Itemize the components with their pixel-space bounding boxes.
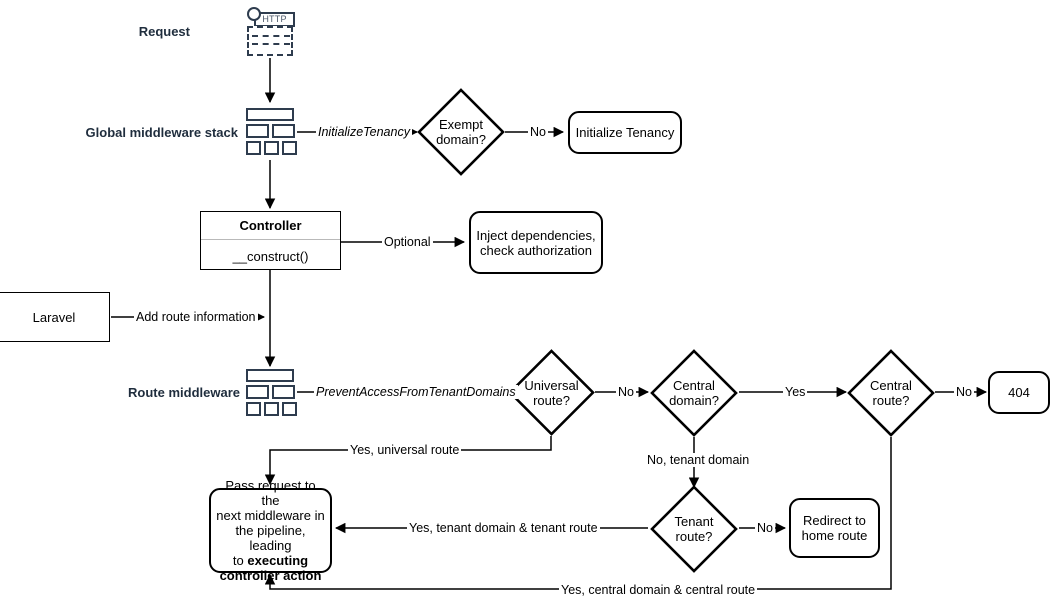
middleware-stack-icon <box>244 108 297 155</box>
node-controller[interactable]: Controller __construct() <box>200 211 341 270</box>
decision-exempt-domain-label: Exempt domain? <box>417 88 505 176</box>
node-initialize-tenancy-label: Initialize Tenancy <box>575 125 675 140</box>
node-404[interactable]: 404 <box>988 371 1050 414</box>
edge-label-tenant-route-no: No <box>755 521 775 535</box>
http-request-icon-row <box>252 43 290 45</box>
decision-universal-route-line1: Universal <box>524 377 579 393</box>
node-inject-dependencies-line2: check authorization <box>479 242 592 258</box>
node-pass-request[interactable]: Pass request to the next middleware in t… <box>209 478 332 583</box>
decision-exempt-domain-line2: domain? <box>436 132 486 147</box>
decision-central-route-line1: Central <box>870 378 912 393</box>
node-redirect-home-route-line1: Redirect to <box>803 513 866 528</box>
edge-label-no-tenant-domain: No, tenant domain <box>645 453 752 467</box>
edge-label-initialize-tenancy: InitializeTenancy <box>316 125 412 139</box>
edge-label-universal-no: No <box>616 385 636 399</box>
node-controller-title: Controller <box>201 212 340 240</box>
node-laravel-label: Laravel <box>32 309 76 325</box>
node-pass-request-line4: to <box>232 553 248 568</box>
edge-label-yes-universal-route: Yes, universal route <box>348 443 462 457</box>
edge-label-central-route-no: No <box>954 385 974 399</box>
node-initialize-tenancy[interactable]: Initialize Tenancy <box>568 111 682 154</box>
global-middleware-stack-label: Global middleware stack <box>85 125 238 140</box>
decision-exempt-domain-line1: Exempt <box>438 117 484 132</box>
decision-central-domain-label: Central domain? <box>650 349 738 437</box>
decision-tenant-route-label: Tenant route? <box>650 485 738 573</box>
decision-central-domain-line2: domain? <box>669 393 719 408</box>
decision-tenant-route-line1: Tenant <box>674 514 714 529</box>
node-pass-request-bold2: controller action <box>219 568 322 583</box>
node-pass-request-line2: next middleware in <box>216 508 325 523</box>
node-redirect-home-route-line2: home route <box>801 528 868 543</box>
edge-label-add-route-information: Add route information <box>134 310 258 324</box>
decision-central-domain-line1: Central <box>673 378 715 393</box>
node-redirect-home-route[interactable]: Redirect to home route <box>789 498 880 558</box>
decision-tenant-route[interactable]: Tenant route? <box>650 485 738 573</box>
http-request-icon-body <box>247 26 293 56</box>
route-middleware-label: Route middleware <box>128 385 240 400</box>
node-controller-method: __construct() <box>232 249 309 264</box>
edge-label-central-domain-yes: Yes <box>783 385 808 399</box>
decision-tenant-route-line2: route? <box>675 529 713 544</box>
http-request-icon: HTTP <box>245 6 295 56</box>
node-laravel[interactable]: Laravel <box>0 292 110 342</box>
decision-universal-route-line2: route? <box>533 392 570 408</box>
decision-universal-route-label: Universal route? <box>508 349 595 436</box>
edge-label-prevent-access: PreventAccessFromTenantDomains <box>314 385 518 399</box>
node-pass-request-bold1: executing <box>247 553 309 568</box>
node-inject-dependencies[interactable]: Inject dependencies, check authorization <box>469 211 603 274</box>
edge-label-optional: Optional <box>382 235 433 249</box>
decision-universal-route[interactable]: Universal route? <box>508 349 595 436</box>
edge-label-yes-tenant-domain-tenant-route: Yes, tenant domain & tenant route <box>407 521 600 535</box>
edge-label-yes-central-domain-central-route: Yes, central domain & central route <box>559 583 758 597</box>
http-request-icon-circle <box>247 7 261 21</box>
middleware-stack-icon <box>244 369 297 416</box>
http-request-icon-text: HTTP <box>262 14 287 24</box>
node-404-label: 404 <box>1008 385 1030 400</box>
decision-exempt-domain[interactable]: Exempt domain? <box>417 88 505 176</box>
node-pass-request-line3: the pipeline, leading <box>235 523 306 553</box>
decision-central-route[interactable]: Central route? <box>847 349 935 437</box>
edge-label-exempt-no: No <box>528 125 548 139</box>
decision-central-domain[interactable]: Central domain? <box>650 349 738 437</box>
http-request-icon-row <box>252 35 290 37</box>
decision-central-route-line2: route? <box>872 393 910 408</box>
decision-central-route-label: Central route? <box>847 349 935 437</box>
request-label: Request <box>138 24 190 39</box>
node-inject-dependencies-line1: Inject dependencies, <box>476 227 596 243</box>
node-pass-request-line1: Pass request to the <box>225 478 316 508</box>
